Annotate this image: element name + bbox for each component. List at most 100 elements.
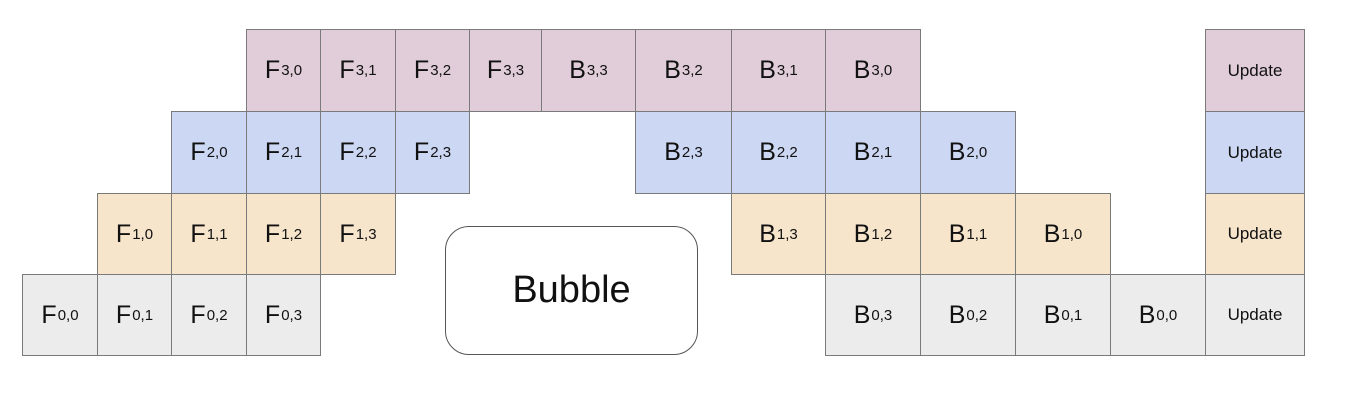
cell-index: 3,1 bbox=[355, 62, 377, 79]
cell-index: 1,2 bbox=[281, 225, 303, 243]
cell-op: F bbox=[413, 56, 430, 84]
cell-op: F bbox=[264, 138, 281, 166]
cell-index: 1,0 bbox=[132, 225, 154, 243]
cell-index: 0,1 bbox=[1061, 306, 1083, 324]
cell-index: 0,3 bbox=[871, 306, 893, 324]
cell-op: B bbox=[853, 56, 871, 84]
cell-index: 3,0 bbox=[871, 62, 893, 79]
cell-index: 2,1 bbox=[281, 144, 303, 161]
cell-index: 3,0 bbox=[281, 62, 303, 79]
cell-op: F bbox=[115, 219, 132, 248]
cell-op: F bbox=[264, 300, 281, 329]
cell-op: B bbox=[569, 56, 586, 84]
cell-op: B bbox=[1138, 300, 1156, 329]
cell-op: F bbox=[115, 300, 132, 329]
cell-index: 3,3 bbox=[503, 62, 525, 79]
cell-op: F bbox=[339, 138, 355, 166]
update-cell: Update bbox=[1205, 29, 1305, 112]
cell-index: 0,3 bbox=[281, 306, 303, 324]
cell-index: 3,3 bbox=[586, 62, 608, 79]
cell-op: B bbox=[1043, 219, 1061, 248]
cell-op: B bbox=[664, 138, 681, 166]
update-cell: Update bbox=[1205, 274, 1305, 356]
cell-op: F bbox=[41, 300, 57, 329]
cell-op: B bbox=[948, 219, 966, 248]
cell-index: 3,2 bbox=[430, 62, 452, 79]
cell-op: Update bbox=[1227, 60, 1283, 80]
cell-op: F bbox=[413, 138, 430, 166]
cell-op: F bbox=[264, 56, 281, 84]
cell-op: B bbox=[664, 56, 681, 84]
bubble-label: Bubble bbox=[445, 226, 698, 355]
cell-op: B bbox=[853, 219, 871, 248]
cell-op: F bbox=[486, 56, 503, 84]
cell-op: B bbox=[853, 138, 871, 166]
cell-index: 2,2 bbox=[776, 144, 798, 161]
update-cell: Update bbox=[1205, 193, 1305, 275]
cell-op: B bbox=[948, 300, 966, 329]
cell-op: B bbox=[948, 138, 966, 166]
cell-index: 0,0 bbox=[57, 306, 79, 324]
cell-index: 3,1 bbox=[776, 62, 798, 79]
cell-index: 2,3 bbox=[681, 144, 703, 161]
cell-index: 2,0 bbox=[206, 144, 228, 161]
cell-index: 0,1 bbox=[132, 306, 154, 324]
cell-op: F bbox=[339, 56, 355, 84]
cell-op: B bbox=[1043, 300, 1061, 329]
cell-op: B bbox=[759, 219, 776, 248]
update-cell: Update bbox=[1205, 111, 1305, 194]
cell-op: F bbox=[190, 219, 206, 248]
cell-index: 1,3 bbox=[776, 225, 798, 243]
cell-index: 2,1 bbox=[871, 144, 893, 161]
cell-op: B bbox=[759, 56, 776, 84]
cell-index: 2,2 bbox=[355, 144, 377, 161]
cell-index: 2,3 bbox=[430, 144, 452, 161]
cell-index: 0,2 bbox=[206, 306, 228, 324]
cell-op: F bbox=[190, 138, 206, 166]
cell-op: Update bbox=[1227, 224, 1283, 243]
cell-index: 1,0 bbox=[1061, 225, 1083, 243]
cell-index: 1,1 bbox=[206, 225, 228, 243]
cell-op: F bbox=[190, 300, 206, 329]
cell-op: Update bbox=[1227, 305, 1283, 324]
cell-index: 3,2 bbox=[681, 62, 703, 79]
cell-op: F bbox=[339, 219, 355, 248]
cell-index: 0,0 bbox=[1156, 306, 1178, 324]
cell-op: B bbox=[853, 300, 871, 329]
cell-index: 1,2 bbox=[871, 225, 893, 243]
cell-op: F bbox=[264, 219, 281, 248]
cell-index: 2,0 bbox=[966, 144, 988, 161]
cell-index: 1,1 bbox=[966, 225, 988, 243]
cell-op: Update bbox=[1227, 142, 1283, 162]
